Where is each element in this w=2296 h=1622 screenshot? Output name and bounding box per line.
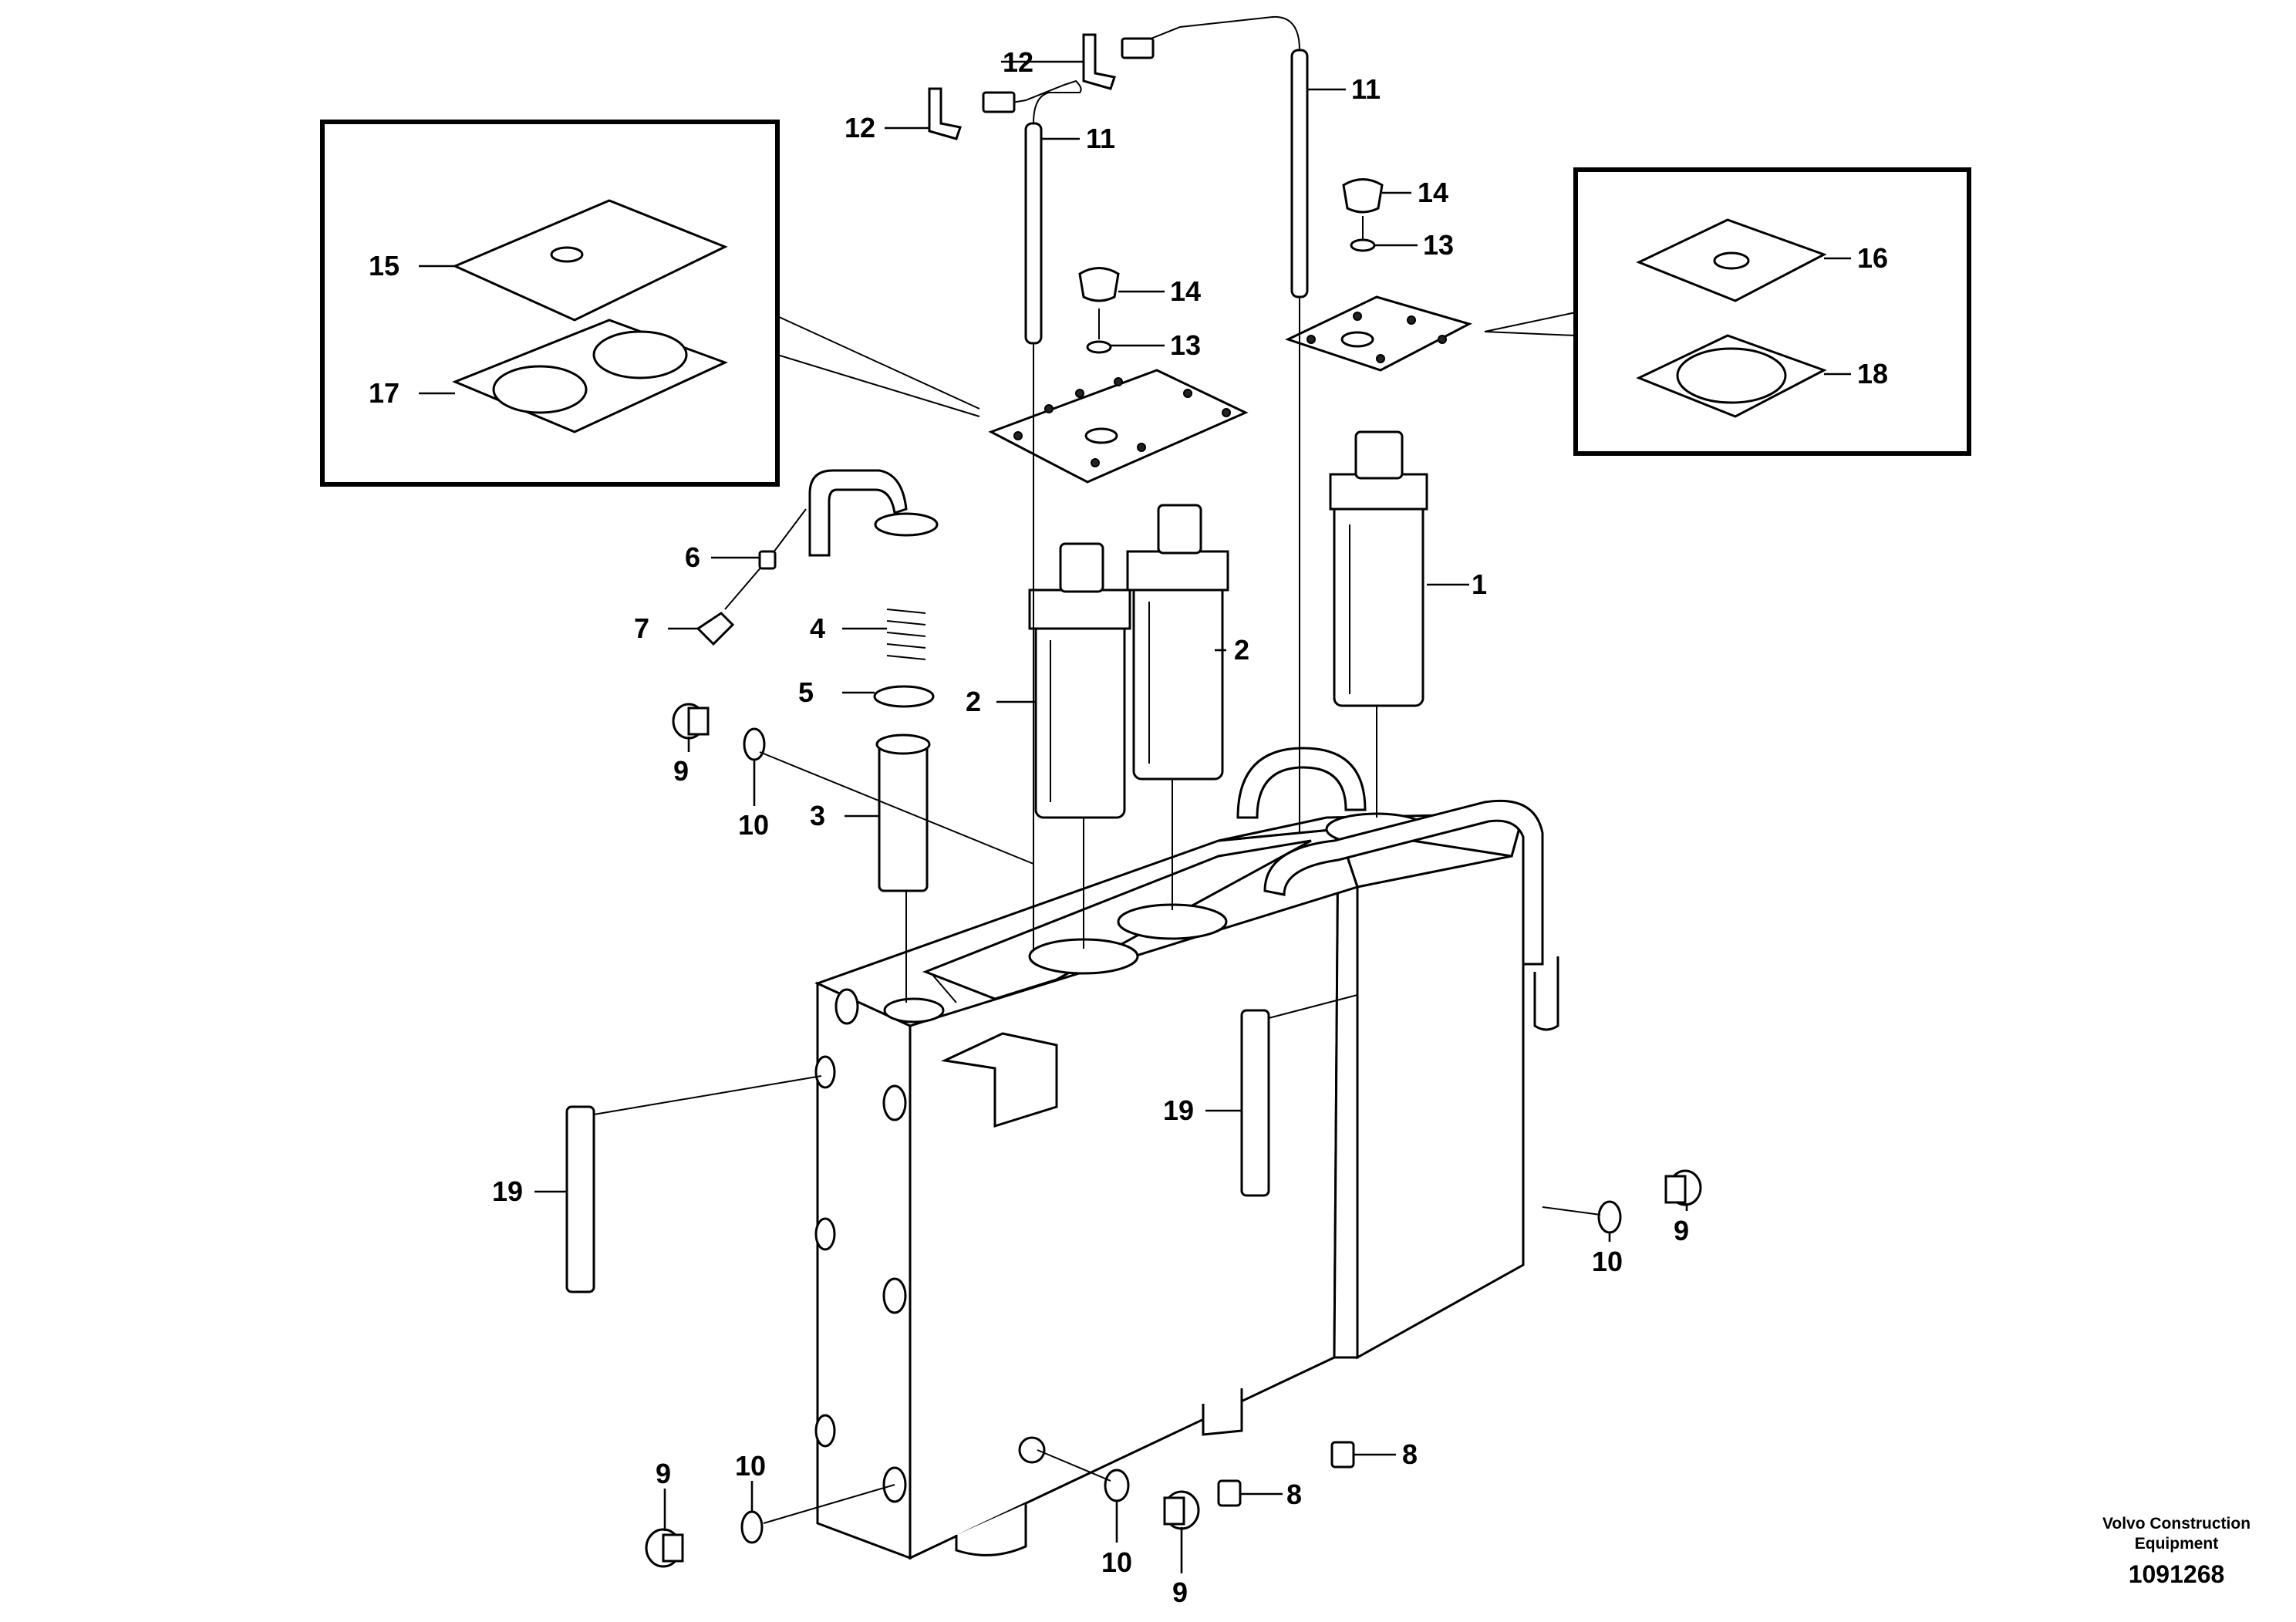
callout-3: 3 — [810, 800, 825, 831]
callout-8-bottom: 8 — [1286, 1479, 1302, 1510]
callout-11-left: 11 — [1086, 123, 1115, 154]
callout-labels: 1 2 2 3 4 5 6 7 8 8 9 9 9 9 10 10 10 10 … — [369, 46, 1888, 1608]
filter-element-3 — [875, 733, 931, 892]
callout-14-left: 14 — [1170, 275, 1201, 307]
callout-17: 17 — [369, 377, 400, 409]
callout-6: 6 — [685, 541, 700, 573]
callout-14-right: 14 — [1418, 177, 1448, 208]
callout-1: 1 — [1472, 568, 1487, 600]
o-ring-13 — [1086, 238, 1376, 354]
filter-element-2-right — [1126, 504, 1229, 781]
callout-9-right: 9 — [1674, 1215, 1689, 1246]
footer-credit: Volvo Construction Equipment 1091268 — [2102, 1515, 2250, 1588]
spring-4 — [886, 609, 926, 660]
callout-12-top: 12 — [1003, 46, 1033, 78]
callout-5: 5 — [798, 676, 814, 708]
bypass-pipe — [808, 469, 939, 557]
callout-4: 4 — [810, 612, 825, 644]
plug-9-left — [672, 703, 710, 740]
plug-9-right — [1664, 1169, 1702, 1206]
callout-2-left: 2 — [966, 686, 981, 717]
callout-13-right: 13 — [1423, 229, 1454, 261]
plug-9-bottom-mid — [1163, 1490, 1200, 1530]
detail-inset-double-cover — [320, 120, 980, 487]
callout-8-right: 8 — [1402, 1438, 1418, 1470]
callout-13-left: 13 — [1170, 329, 1201, 361]
callout-10-right: 10 — [1592, 1246, 1623, 1277]
filter-element-2-left — [1028, 542, 1131, 819]
callout-10-bottom-mid: 10 — [1101, 1546, 1132, 1578]
credit-line-2: Equipment — [2135, 1535, 2219, 1553]
o-ring-5 — [873, 685, 935, 708]
callout-10-left: 10 — [738, 809, 769, 841]
document-number: 1091268 — [2129, 1560, 2225, 1588]
hydraulic-tank — [814, 747, 1559, 1560]
callout-7: 7 — [634, 612, 649, 644]
callout-2-right: 2 — [1234, 634, 1249, 666]
callout-11-right: 11 — [1351, 73, 1381, 105]
ring-10-left — [743, 727, 766, 761]
leader-lines — [419, 60, 1851, 1573]
plug-9-bottom-left — [645, 1528, 684, 1568]
callout-18: 18 — [1857, 358, 1888, 389]
cover-plate-single — [1285, 295, 1473, 372]
ring-10-right — [1597, 1200, 1622, 1234]
sensor-tubes — [928, 15, 1309, 345]
callout-19-right: 19 — [1163, 1094, 1194, 1126]
cover-plate-double — [988, 369, 1249, 484]
callout-15: 15 — [369, 250, 400, 282]
ring-10-bottom-mid — [1104, 1469, 1130, 1502]
detail-inset-single-cover — [1484, 167, 1971, 456]
callout-16: 16 — [1857, 242, 1888, 274]
sight-glass-19 — [565, 1009, 1270, 1293]
callout-9-bottom-left: 9 — [656, 1458, 671, 1489]
callout-9-left: 9 — [673, 755, 689, 787]
filter-element-1 — [1329, 430, 1428, 707]
credit-line-1: Volvo Construction — [2102, 1515, 2250, 1533]
callout-19-left: 19 — [492, 1175, 523, 1207]
callout-10-bottom-left: 10 — [735, 1450, 766, 1482]
sensor-6-7 — [696, 508, 807, 646]
vent-cap-14 — [1078, 178, 1384, 302]
ring-10-bottom-left — [740, 1510, 764, 1544]
callout-12-left: 12 — [845, 112, 875, 143]
callout-9-bottom-mid: 9 — [1172, 1576, 1188, 1608]
